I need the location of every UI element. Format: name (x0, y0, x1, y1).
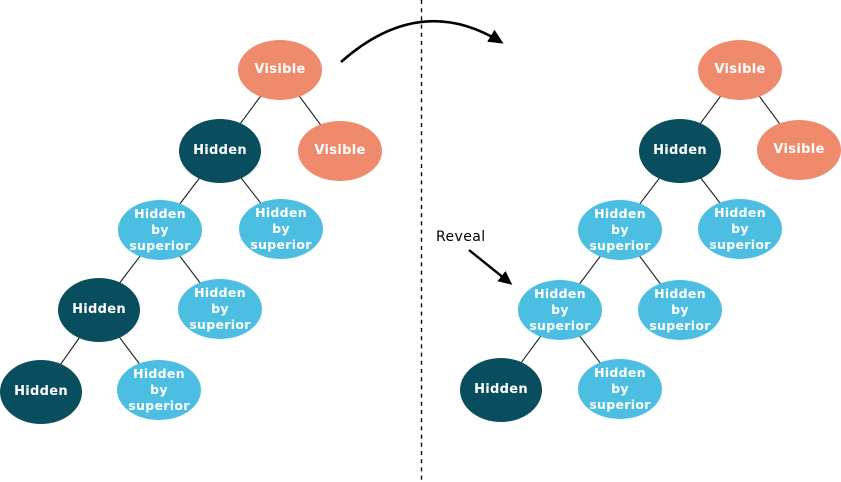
tree-edge (98, 229, 161, 311)
tree-edge (40, 309, 100, 393)
reveal-label: Reveal (436, 229, 486, 245)
tree-edge (500, 309, 561, 391)
tree-edge (679, 150, 741, 230)
tree-edge (559, 229, 621, 311)
reveal-arrow (468, 249, 513, 285)
tree-edge (159, 150, 221, 231)
tree-edge (279, 69, 341, 152)
tree-edge (679, 69, 741, 152)
tree-edge (98, 309, 160, 391)
tree-edge (219, 150, 282, 230)
tree-edge (739, 69, 800, 151)
transition-arrow (340, 19, 504, 63)
tree-edge (159, 229, 221, 310)
tree-edge (219, 69, 281, 152)
tree-edge (619, 229, 681, 311)
tree-edge (619, 150, 681, 231)
tree-edge (559, 309, 621, 390)
